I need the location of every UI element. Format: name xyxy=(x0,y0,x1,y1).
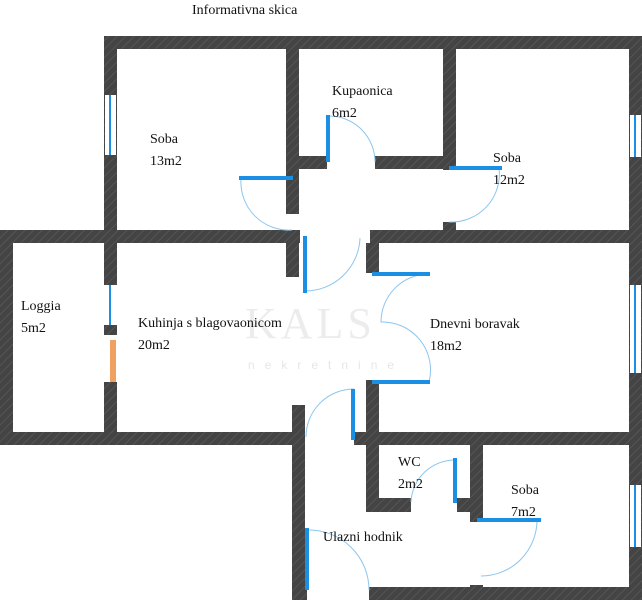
room-soba-12: Soba 12m2 xyxy=(493,148,525,192)
room-soba-7: Soba 7m2 xyxy=(511,480,539,524)
watermark-logo: KALS xyxy=(245,299,376,348)
room-area: 7m2 xyxy=(511,505,536,520)
room-area: 20m2 xyxy=(138,338,170,353)
room-kupaonica: Kupaonica 6m2 xyxy=(332,81,393,125)
room-name: Soba xyxy=(493,151,521,166)
room-name: Kupaonica xyxy=(332,84,393,99)
room-name: Ulazni hodnik xyxy=(323,530,403,545)
room-area: 2m2 xyxy=(398,477,423,492)
room-area: 13m2 xyxy=(150,154,182,169)
plan-title: Informativna skica xyxy=(192,3,298,18)
room-name: WC xyxy=(398,455,421,470)
room-area: 6m2 xyxy=(332,106,357,121)
room-wc: WC 2m2 xyxy=(398,452,423,496)
room-ulazni-hodnik: Ulazni hodnik xyxy=(323,527,403,549)
room-area: 5m2 xyxy=(21,321,46,336)
watermark-subtitle: nekretnine xyxy=(248,358,405,372)
room-name: Loggia xyxy=(21,299,61,314)
room-name: Dnevni boravak xyxy=(430,317,520,332)
loggia-door-orange xyxy=(110,340,116,382)
walls xyxy=(0,36,642,600)
room-name: Soba xyxy=(511,483,539,498)
windows xyxy=(105,95,641,547)
room-area: 18m2 xyxy=(430,339,462,354)
room-name: Soba xyxy=(150,132,178,147)
doors xyxy=(239,115,541,591)
room-area: 12m2 xyxy=(493,173,525,188)
room-dnevni-boravak: Dnevni boravak 18m2 xyxy=(430,314,520,358)
room-loggia: Loggia 5m2 xyxy=(21,296,61,340)
room-name: Kuhinja s blagovaonicom xyxy=(138,316,282,331)
room-soba-13: Soba 13m2 xyxy=(150,129,182,173)
room-kuhinja: Kuhinja s blagovaonicom 20m2 xyxy=(138,313,282,357)
